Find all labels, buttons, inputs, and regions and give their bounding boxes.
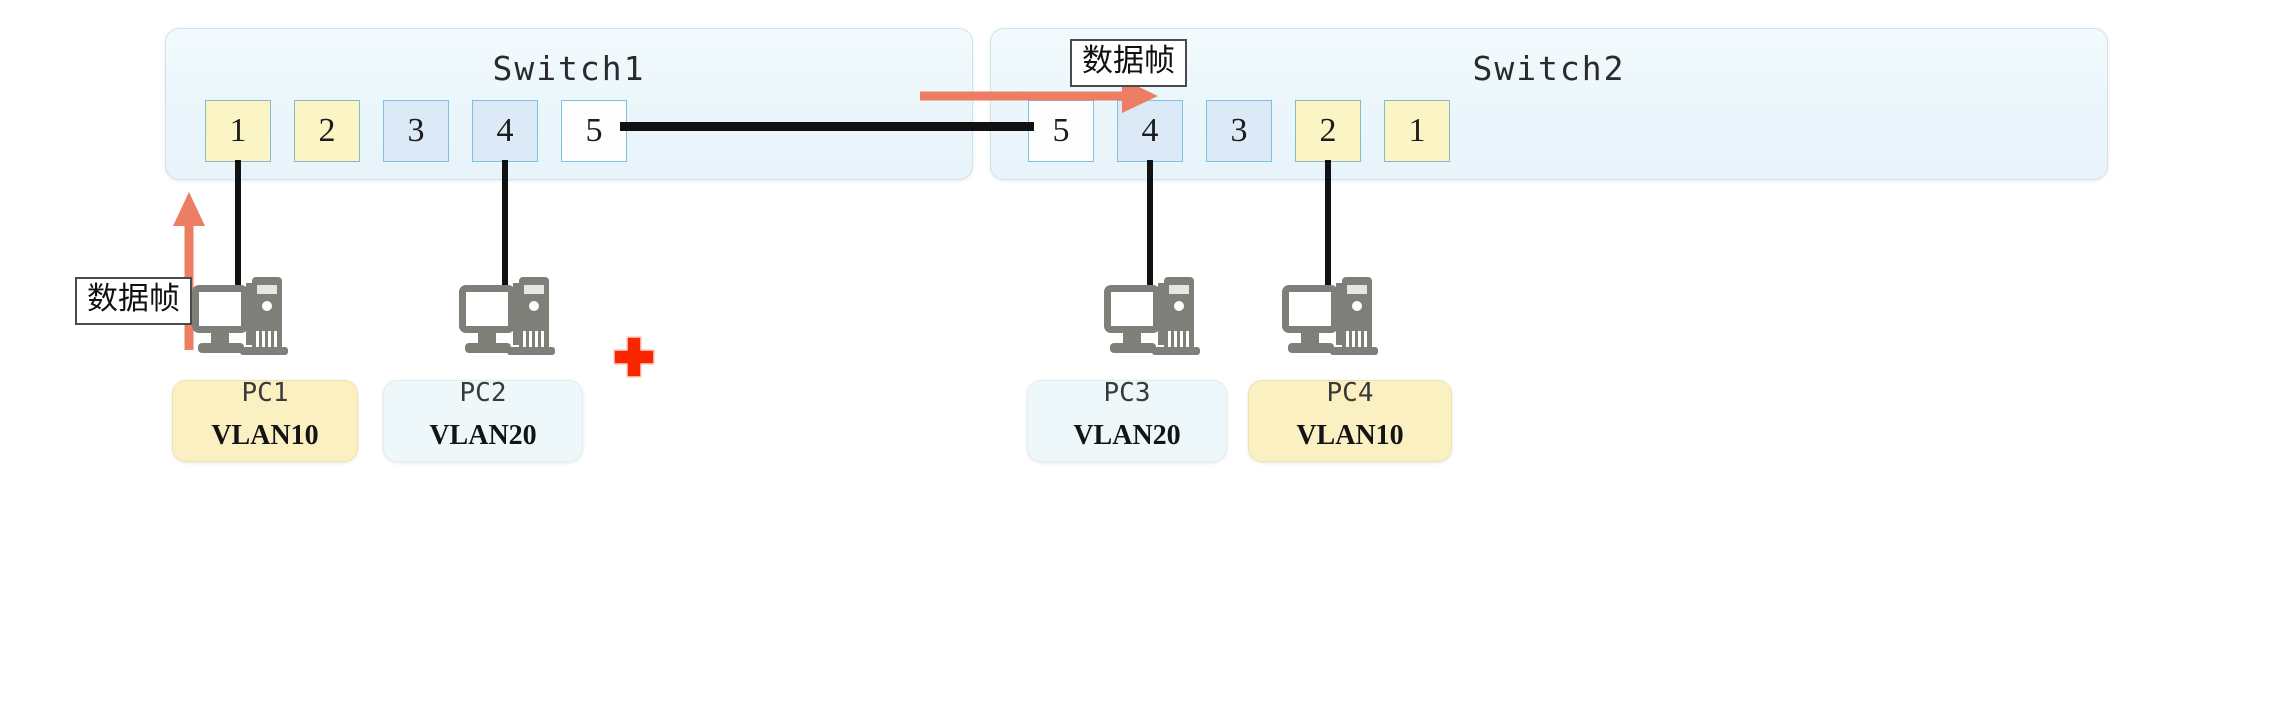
host-box-pc1[interactable] [172,380,358,462]
host-name-pc1: PC1 [241,378,289,408]
switch1-port-1[interactable]: 1 [205,100,271,162]
host-vlan-pc4: VLAN10 [1296,420,1404,451]
switch1-port-5-label: 5 [585,112,603,149]
switch1-port-1-label: 1 [229,112,247,149]
flow-arrow-right-over-trunk [920,79,1158,113]
host-vlan-pc1: VLAN10 [211,420,319,451]
switch2-port-3-label: 3 [1230,112,1248,149]
link-switch2-port2-to-pc4 [1325,160,1331,290]
switch2-port-1[interactable]: 1 [1384,100,1450,162]
host-name-pc4: PC4 [1326,378,1374,408]
switch1-port-2-label: 2 [318,112,336,149]
computer-icon-pc3 [1104,277,1200,355]
switch2-port-3[interactable]: 3 [1206,100,1272,162]
callout-frame-left: 数据帧 [75,277,192,325]
host-name-pc2: PC2 [459,378,507,408]
link-switch1-port4-to-pc2 [502,160,508,290]
switch2-port-1-label: 1 [1408,112,1426,149]
switch1-port-4-label: 4 [496,112,514,149]
switch1-port-4[interactable]: 4 [472,100,538,162]
host-box-pc3[interactable] [1027,380,1227,462]
host-box-pc4[interactable] [1248,380,1452,462]
host-box-pc2[interactable] [383,380,583,462]
host-name-pc3: PC3 [1103,378,1151,408]
computer-icon-pc4 [1282,277,1378,355]
computer-icon-pc1 [192,277,288,355]
switch1-port-3-label: 3 [407,112,425,149]
switch2-port-5[interactable]: 5 [1028,100,1094,162]
switch2-port-2[interactable]: 2 [1295,100,1361,162]
host-vlan-pc2: VLAN20 [429,420,537,451]
switch1-port-2[interactable]: 2 [294,100,360,162]
host-vlan-pc3: VLAN20 [1073,420,1181,451]
callout-frame-top: 数据帧 [1070,39,1187,87]
switch2-port-4-label: 4 [1141,112,1159,149]
blocked-cross-icon [613,336,655,378]
switch2-port-2-label: 2 [1319,112,1337,149]
trunk-link-switch1-switch2 [620,122,1034,131]
switch1-title: Switch1 [492,49,646,88]
switch2-port-5-label: 5 [1052,112,1070,149]
link-switch2-port4-to-pc3 [1147,160,1153,290]
link-switch1-port1-to-pc1 [235,160,241,290]
switch2-title: Switch2 [1472,49,1626,88]
switch1-port-5[interactable]: 5 [561,100,627,162]
switch1-port-3[interactable]: 3 [383,100,449,162]
computer-icon-pc2 [459,277,555,355]
